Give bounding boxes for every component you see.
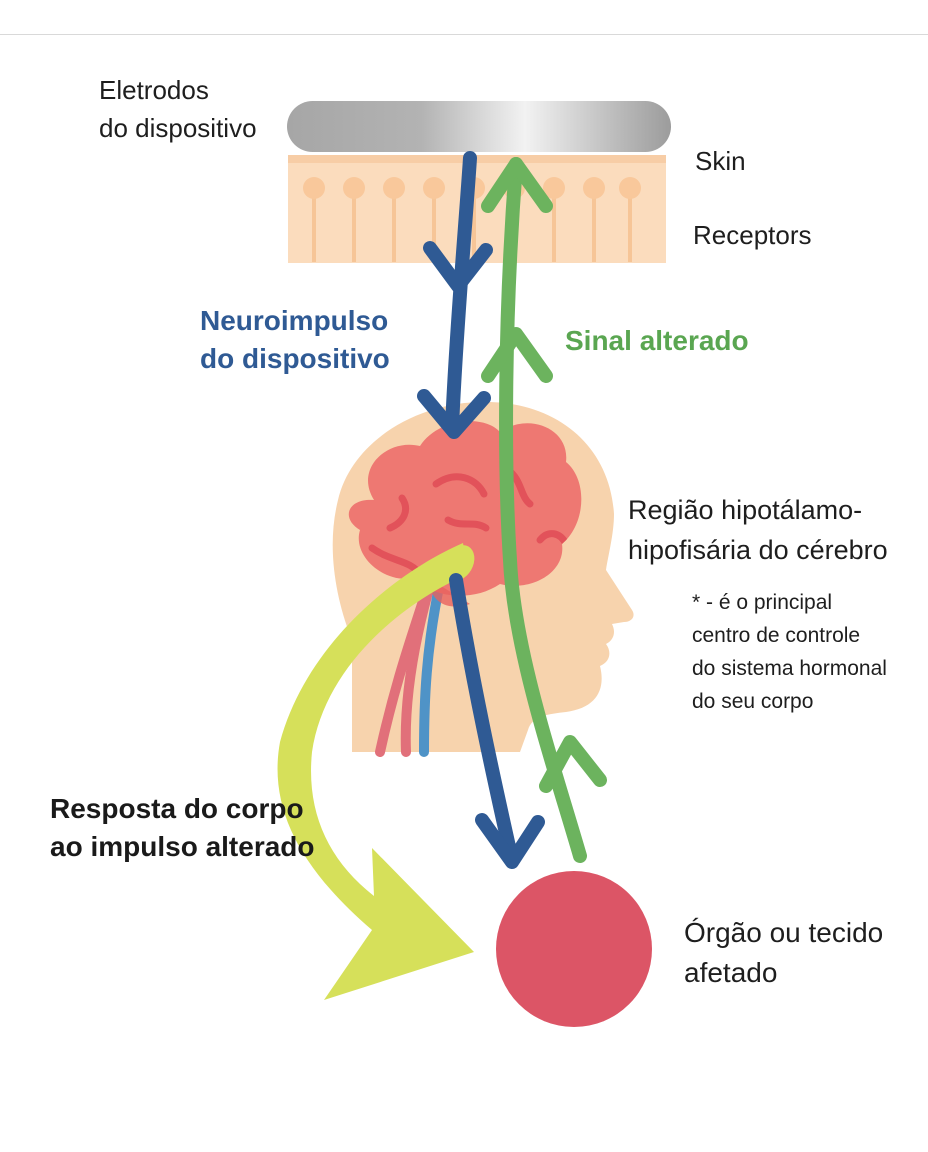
note-line-4: do seu corpo [692, 690, 814, 713]
neuroimpulse-arrow [417, 151, 545, 869]
note-line-2: centro de controle [692, 624, 861, 647]
hypothalamus-note: * - é o principal centro de controle do … [692, 586, 887, 718]
skin-layer [288, 155, 666, 263]
neuroimpulse-label: Neuroimpulso do dispositivo [200, 302, 390, 378]
body-response-label-line-2: ao impulso alterado [50, 831, 315, 862]
organ-label-line-1: Órgão ou tecido [684, 917, 884, 948]
skin-label: Skin [695, 146, 746, 176]
receptor-icon [383, 177, 405, 199]
note-line-1: * - é o principal [692, 591, 833, 614]
hypothalamus-label-line-2: hipofisária do cérebro [628, 535, 888, 565]
electrodes-label-line-1: Eletrodos [99, 75, 209, 105]
receptor-icon [543, 177, 565, 199]
altered-signal-arrow [481, 157, 607, 863]
body-response-label: Resposta do corpo ao impulso alterado [50, 790, 315, 866]
hypothalamus-label-line-1: Região hipotálamo- [628, 495, 863, 525]
neuroimpulse-label-line-1: Neuroimpulso [200, 305, 389, 336]
electrode-bar [287, 101, 671, 152]
electrodes-label: Eletrodos do dispositivo [99, 71, 257, 147]
hypothalamus-label: Região hipotálamo- hipofisária do cérebr… [628, 490, 888, 570]
receptors-label: Receptors [693, 220, 812, 250]
receptor-icon [423, 177, 445, 199]
organ-circle [496, 871, 652, 1027]
body-response-label-line-1: Resposta do corpo [50, 793, 304, 824]
receptor-icon [343, 177, 365, 199]
note-line-3: do sistema hormonal [692, 657, 887, 680]
top-divider [0, 34, 928, 35]
neuroimpulse-label-line-2: do dispositivo [200, 343, 390, 374]
organ-label-line-2: afetado [684, 957, 778, 988]
receptor-icon [583, 177, 605, 199]
receptor-icon [303, 177, 325, 199]
altered-signal-label: Sinal alterado [565, 325, 749, 356]
receptor-icon [619, 177, 641, 199]
hypothalamus-spot-icon [443, 545, 475, 581]
organ-label: Órgão ou tecido afetado [684, 913, 883, 993]
body-response-arrow [277, 543, 474, 1000]
electrodes-label-line-2: do dispositivo [99, 113, 257, 143]
